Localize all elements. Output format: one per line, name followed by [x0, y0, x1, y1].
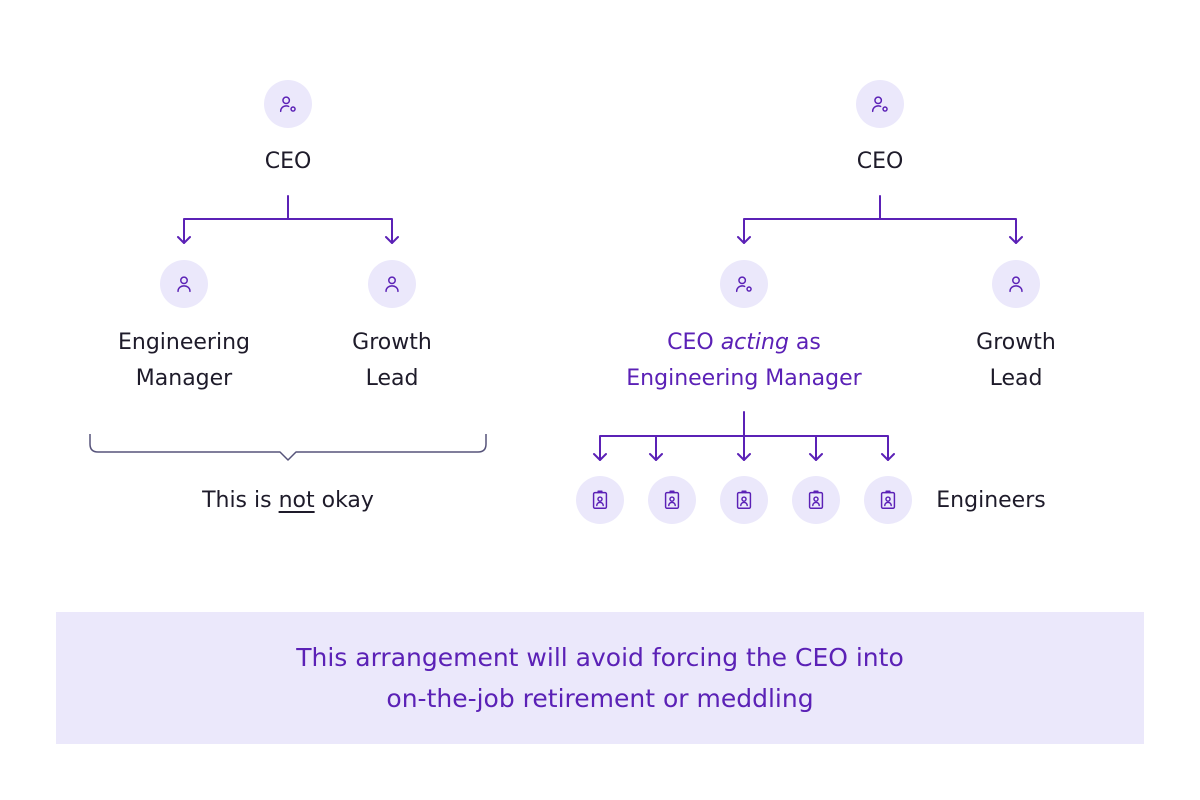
- user-icon: [385, 276, 399, 293]
- user-settings-icon: [871, 96, 888, 113]
- id-badge-icon: [736, 490, 752, 509]
- callout-line-1: This arrangement will avoid forcing the …: [296, 643, 904, 672]
- caption-before: This is: [202, 488, 279, 513]
- label-line-1: Engineering: [118, 330, 250, 355]
- id-badge-icon: [808, 490, 824, 509]
- acting-manager-label: CEO acting as Engineering Manager: [626, 325, 861, 397]
- id-badge-icon: [880, 490, 896, 509]
- user-settings-icon: [279, 96, 296, 113]
- acting-post: as: [788, 330, 821, 355]
- user-settings-icon: [735, 276, 752, 293]
- left-growth-lead-label: Growth Lead: [352, 325, 432, 397]
- engineer-node: [720, 476, 768, 524]
- right-growth-lead-label: Growth Lead: [976, 325, 1056, 397]
- label-line-2: Manager: [135, 366, 233, 391]
- left-ceo-node: [264, 80, 312, 128]
- engineer-node: [648, 476, 696, 524]
- left-caption: This is not okay: [202, 483, 374, 519]
- engineer-node: [576, 476, 624, 524]
- right-ceo-label: CEO: [856, 149, 904, 174]
- acting-pre: CEO: [667, 330, 721, 355]
- callout-line-2: on-the-job retirement or meddling: [386, 684, 814, 713]
- label-line-1: Growth: [352, 330, 432, 355]
- acting-emphasis: acting: [720, 330, 789, 355]
- summary-callout: This arrangement will avoid forcing the …: [56, 612, 1144, 744]
- id-badge-icon: [592, 490, 608, 509]
- left-eng-manager-node: [160, 260, 208, 308]
- left-ceo-label: CEO: [264, 149, 312, 174]
- engineers-label: Engineers: [936, 488, 1046, 513]
- acting-line-2: Engineering Manager: [626, 366, 862, 391]
- left-eng-manager-label: Engineering Manager: [118, 325, 250, 397]
- grouping-bracket: [89, 434, 487, 461]
- left-growth-lead-node: [368, 260, 416, 308]
- engineer-node: [792, 476, 840, 524]
- user-icon: [177, 276, 191, 293]
- label-line-2: Lead: [365, 366, 419, 391]
- caption-after: okay: [314, 488, 374, 513]
- label-line-1: Growth: [976, 330, 1056, 355]
- id-badge-icon: [664, 490, 680, 509]
- user-icon: [1009, 276, 1023, 293]
- engineer-node: [864, 476, 912, 524]
- acting-manager-node: [720, 260, 768, 308]
- right-growth-lead-node: [992, 260, 1040, 308]
- right-ceo-node: [856, 80, 904, 128]
- caption-emphasis: not: [278, 488, 315, 513]
- label-line-2: Lead: [989, 366, 1043, 391]
- callout-text: This arrangement will avoid forcing the …: [296, 637, 904, 719]
